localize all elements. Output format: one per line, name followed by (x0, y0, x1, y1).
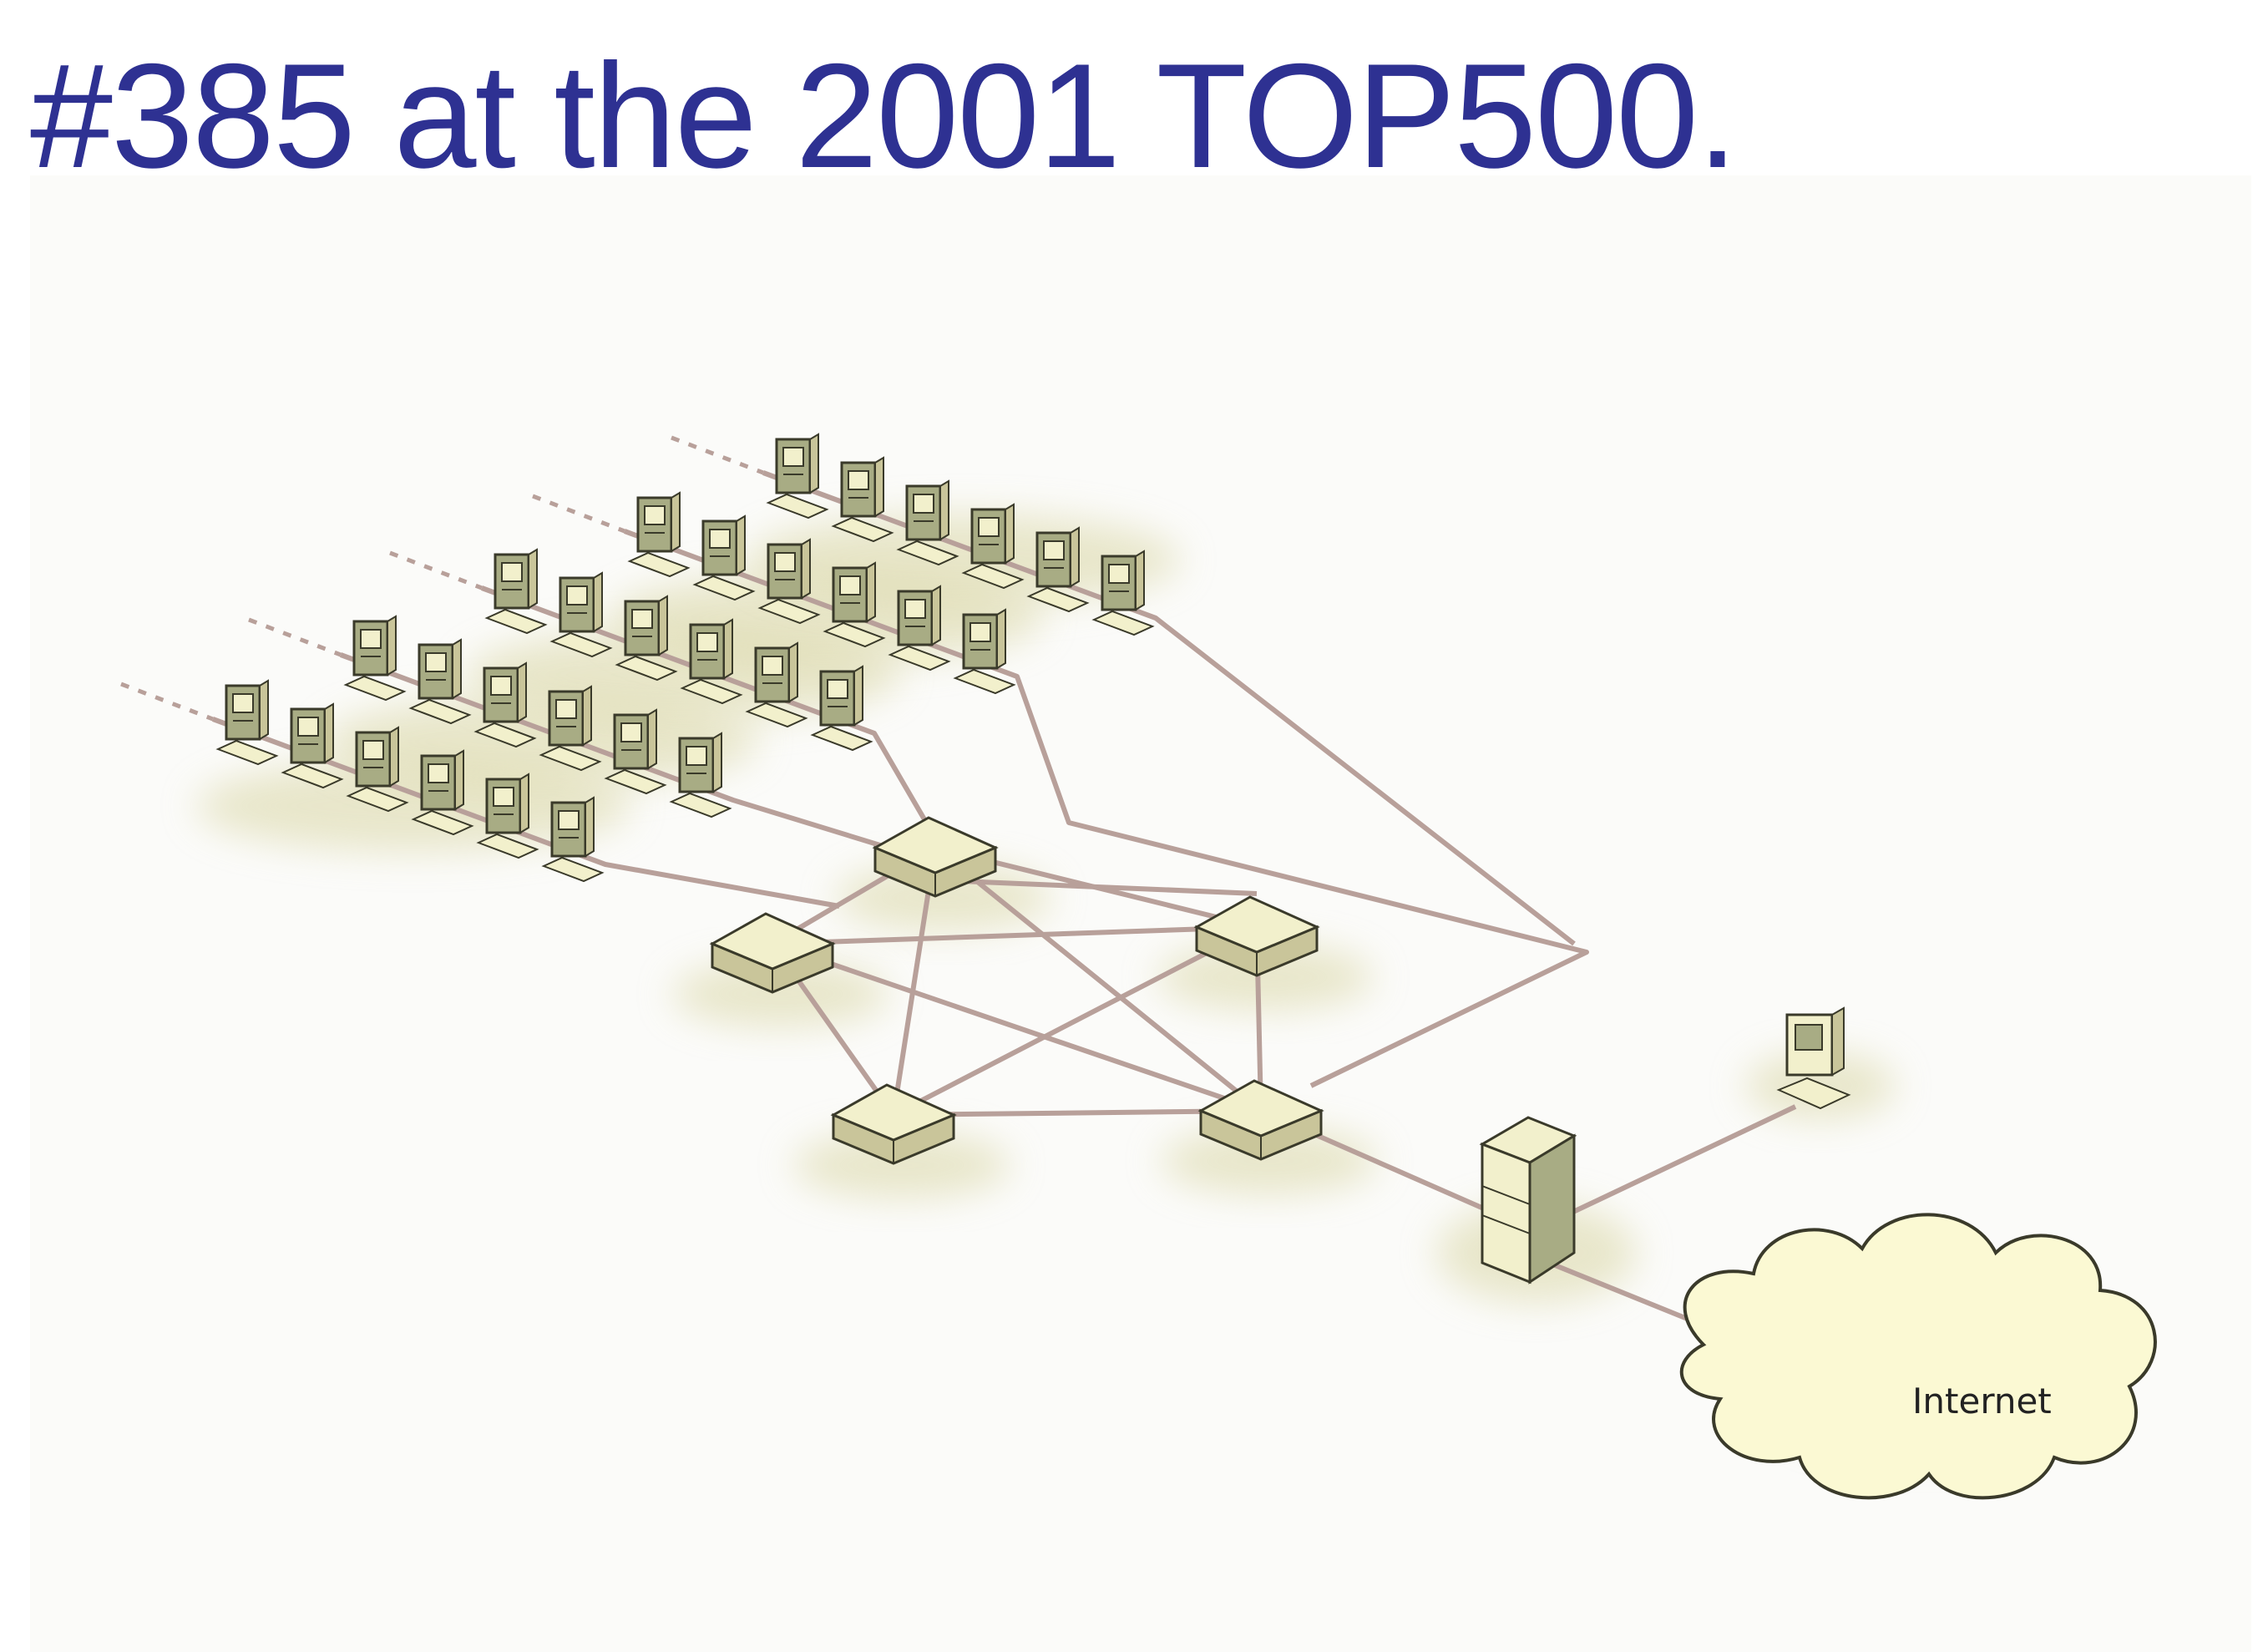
compute-nodes (215, 433, 1155, 883)
console-link (1556, 1104, 1797, 1222)
workstation-icon (823, 561, 886, 648)
switch-icon (709, 912, 836, 994)
workstation-icon (408, 638, 472, 725)
switch-link (772, 925, 1258, 946)
shadow (1157, 944, 1374, 1011)
switch-link (934, 845, 1263, 1113)
switch-link (772, 941, 1262, 1113)
cable-tail (389, 550, 483, 590)
workstation-icon (541, 796, 605, 883)
workstation-icon (346, 726, 409, 813)
workstation-icon (627, 491, 691, 578)
workstation-icon (604, 708, 667, 795)
workstation-icon (757, 538, 821, 625)
workstation-icon (549, 571, 613, 658)
row-cable (623, 529, 1589, 1088)
workstation-icon (343, 615, 407, 702)
row-cable (762, 470, 1576, 946)
row-cable (339, 652, 903, 854)
workstation-icon (669, 732, 732, 818)
workstation-icon (896, 479, 959, 566)
workstation-icon (484, 548, 548, 635)
workstation-icon (615, 595, 678, 682)
workstation-icon (1091, 550, 1155, 636)
cable-tail (671, 435, 764, 475)
workstation-icon (215, 679, 279, 766)
gateway-server (1479, 1116, 1577, 1285)
slide-title: #385 at the 2001 TOP500. (30, 33, 1739, 199)
workstation-icon (281, 702, 344, 789)
switch-icon (1197, 1079, 1324, 1161)
workstation-icon (476, 773, 539, 859)
cable-tail (120, 682, 214, 722)
workstation-icon (766, 433, 829, 519)
workstation-icon (745, 641, 808, 728)
workstation-icon (680, 618, 743, 705)
console-workstation-icon (1776, 1006, 1851, 1110)
workstation-icon (810, 665, 873, 752)
switch-link (892, 925, 1258, 1117)
console-computer (1776, 1006, 1851, 1110)
cloud-icon (1679, 1213, 2157, 1500)
switch-icon (830, 1083, 957, 1165)
shadow (793, 1132, 1010, 1198)
row-cable (211, 717, 840, 909)
shadow (1161, 1128, 1378, 1194)
internet-label: Internet (1912, 1381, 2052, 1421)
workstation-icon (961, 503, 1025, 590)
workstation-icon (953, 608, 1016, 695)
workstation-icon (888, 585, 951, 671)
workstation-icon (473, 661, 537, 748)
cable-tail (532, 494, 625, 534)
cable-tail (248, 617, 342, 657)
internet-cloud: Internet (1679, 1213, 2157, 1500)
switch-icon (872, 816, 999, 898)
shadow (672, 960, 889, 1027)
network-switches (709, 816, 1324, 1165)
row-cable (480, 585, 1258, 896)
workstation-icon (831, 456, 894, 543)
switch-icon (1193, 895, 1320, 977)
workstation-icon (411, 749, 474, 836)
workstation-icon (539, 685, 602, 772)
workstation-icon (692, 514, 756, 601)
workstation-icon (1026, 526, 1090, 613)
server-tower-icon (1479, 1116, 1577, 1285)
